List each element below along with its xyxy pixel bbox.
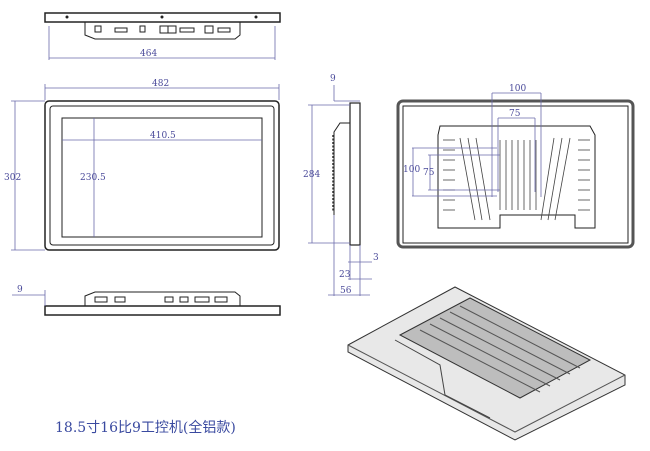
dim-vesa-outer-h: 100 [509, 84, 526, 94]
caption: 18.5寸16比9工控机(全铝款) [55, 420, 236, 436]
dim-front-height: 302 [4, 173, 21, 183]
back-view: 100 75 100 75 [396, 84, 635, 249]
dim-top-width: 464 [140, 49, 157, 59]
dim-side-total: 56 [340, 286, 352, 296]
isometric-view [347, 286, 626, 441]
dim-screen-height: 230.5 [80, 173, 106, 183]
dim-screen-width: 410.5 [150, 131, 176, 141]
dim-vesa-inner-h: 75 [509, 109, 521, 119]
side-view: 9 284 3 23 56 [303, 74, 379, 296]
bottom-view: 9 [12, 285, 281, 316]
dim-vesa-inner-v: 75 [423, 168, 435, 178]
dim-side-top: 9 [330, 74, 336, 84]
dim-side-height: 284 [303, 170, 320, 180]
front-view: 482 410.5 230.5 302 [4, 79, 280, 251]
dim-side-body: 23 [339, 270, 351, 280]
dim-front-width: 482 [152, 79, 169, 89]
dim-side-bezel: 3 [373, 253, 379, 263]
dim-bottom-offset: 9 [17, 285, 23, 295]
top-view: 464 [44, 12, 281, 60]
dim-vesa-outer-v: 100 [403, 165, 420, 175]
